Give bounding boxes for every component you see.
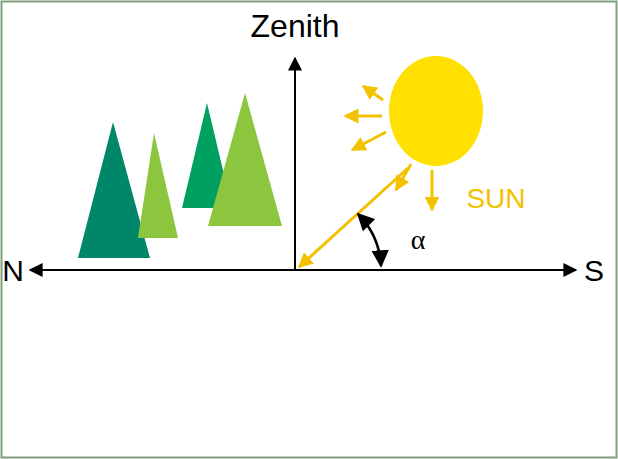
sun-disc	[389, 56, 483, 166]
sun-ray	[363, 86, 383, 100]
sun-beam	[299, 168, 408, 267]
south-axis	[295, 269, 576, 271]
angle-symbol: α	[411, 226, 426, 254]
tree	[138, 133, 178, 238]
axis-label: Zenith	[251, 10, 340, 42]
sun-ray	[345, 115, 382, 118]
north-axis	[30, 269, 295, 271]
sun-label: SUN	[466, 185, 525, 213]
sun-ray	[352, 132, 386, 150]
tree	[208, 93, 282, 226]
sun-ray	[431, 170, 434, 210]
direction-label: N	[2, 256, 24, 286]
direction-label: S	[584, 256, 604, 286]
zenith-axis	[294, 58, 296, 270]
angle-arc	[358, 214, 381, 266]
